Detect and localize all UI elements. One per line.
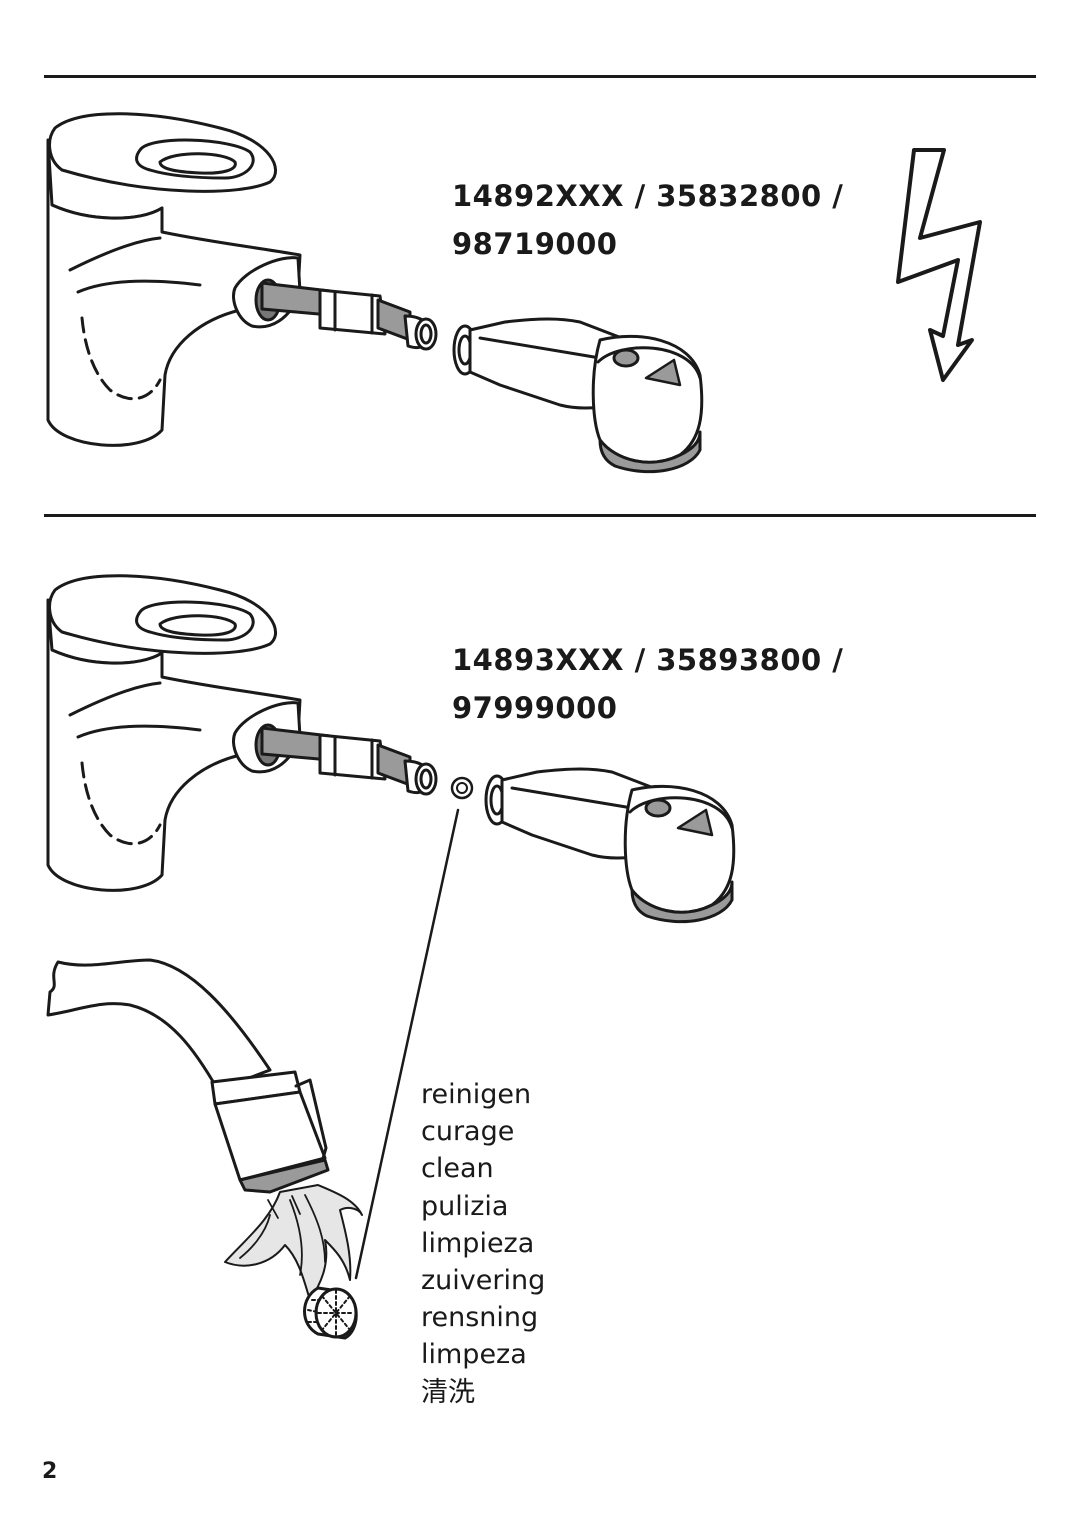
filter-screen-detail bbox=[303, 1286, 358, 1340]
spout-cleaning-illustration bbox=[46, 958, 363, 1340]
faucet-illustration-1 bbox=[46, 112, 438, 447]
cleaning-labels-list: reinigen curage clean pulizia limpieza z… bbox=[421, 1076, 545, 1411]
cleaning-label-da: rensning bbox=[421, 1302, 539, 1334]
cleaning-label-it: pulizia bbox=[421, 1190, 509, 1222]
part-numbers-line-2: 97999000 bbox=[452, 691, 618, 725]
cleaning-label-nl: zuivering bbox=[421, 1265, 546, 1297]
part-numbers-line-1: 14892XXX / 35832800 / bbox=[452, 179, 844, 213]
part-numbers-group-2: 14893XXX / 35893800 / 97999000 bbox=[452, 636, 843, 732]
top-divider bbox=[44, 75, 1036, 78]
faucet-illustration-2 bbox=[46, 574, 474, 892]
cleaning-label-fr: curage bbox=[421, 1116, 515, 1148]
hand-shower-illustration-1 bbox=[452, 317, 704, 474]
leader-line bbox=[354, 808, 460, 1280]
page-number: 2 bbox=[42, 1459, 58, 1484]
cleaning-label-zh: 清洗 bbox=[421, 1376, 475, 1408]
part-numbers-line-2: 98719000 bbox=[452, 227, 618, 261]
part-numbers-group-1: 14892XXX / 35832800 / 98719000 bbox=[452, 172, 843, 268]
hand-shower-illustration-2 bbox=[484, 767, 736, 924]
cleaning-label-es: limpieza bbox=[421, 1227, 535, 1259]
cleaning-label-pt: limpeza bbox=[421, 1339, 527, 1371]
cleaning-label-de: reinigen bbox=[421, 1079, 532, 1110]
lightning-bolt-icon bbox=[896, 148, 982, 382]
part-numbers-line-1: 14893XXX / 35893800 / bbox=[452, 643, 844, 677]
section-divider bbox=[44, 514, 1036, 517]
cleaning-label-en: clean bbox=[421, 1153, 494, 1185]
